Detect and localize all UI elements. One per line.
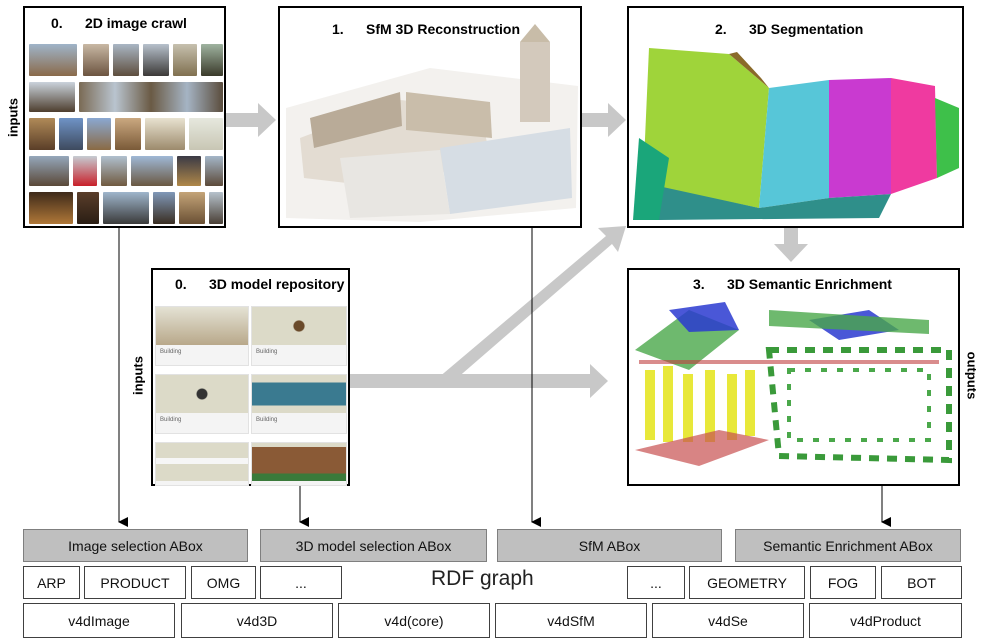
photo-thumbnail [201,44,223,76]
photo-thumbnail [205,156,223,186]
card-label: Building [256,417,278,423]
arrow-crawl-to-sfm [226,103,276,137]
photo-thumbnail [101,156,127,186]
model-preview [252,443,346,481]
ontology-fog: FOG [810,566,876,599]
repository-card[interactable]: Building [251,306,347,366]
photo-thumbnail [179,192,205,224]
repository-card[interactable]: Building [155,306,249,366]
photo-thumbnail [29,44,77,76]
panel-number: 0. [51,15,63,31]
arrow-sfm-to-segmentation [582,103,626,137]
photo-thumbnail [29,156,69,186]
abox-sfm: SfM ABox [497,529,722,562]
panel-title-text: 2D image crawl [85,15,187,31]
ontology-geometry: GEOMETRY [689,566,805,599]
ontology-ellipsis-right: ... [627,566,685,599]
ontology-product: PRODUCT [84,566,186,599]
panel-title-text: 3D Semantic Enrichment [727,276,892,292]
photo-thumbnail [29,118,55,150]
ontology-v4dse: v4dSe [652,603,804,638]
ontology-v4d3d: v4d3D [181,603,333,638]
repository-card[interactable] [251,442,347,486]
photo-thumbnail [103,192,149,224]
outputs-label: outputs [964,351,980,400]
rdf-graph-label: RDF graph [431,567,534,590]
model-preview [156,307,248,345]
card-label: Building [256,349,278,355]
ontology-v4dsfm: v4dSfM [495,603,647,638]
photo-thumbnail [29,82,75,112]
photo-thumbnail [145,118,185,150]
point-cloud-render [286,24,578,222]
ontology-omg: OMG [191,566,256,599]
arrow-repository-to-enrichment [350,364,608,398]
panel-title: 2. 3D Segmentation [715,21,863,37]
panel-title-text: 3D model repository [209,276,345,292]
inputs-label-middle: inputs [130,356,146,395]
panel-number: 2. [715,21,727,37]
panel-sfm-reconstruction: 1. SfM 3D Reconstruction [278,6,582,228]
photo-thumbnail [143,44,169,76]
enrichment-render [635,302,952,466]
ontology-v4dimage: v4dImage [23,603,175,638]
arrow-segmentation-to-enrichment [774,228,808,262]
model-preview [156,443,248,481]
photo-thumbnail [209,192,223,224]
panel-title-text: SfM 3D Reconstruction [366,21,521,37]
ontology-v4dproduct: v4dProduct [809,603,962,638]
photo-thumbnail [173,44,197,76]
card-label: Building [160,349,182,355]
model-preview [252,307,346,345]
repository-card[interactable]: Building [155,374,249,434]
photo-thumbnail [131,156,173,186]
photo-thumbnail [83,44,109,76]
photo-thumbnail [189,118,223,150]
abox-image-selection: Image selection ABox [23,529,248,562]
ontology-v4d-core: v4d(core) [338,603,490,638]
panel-number: 1. [332,21,344,37]
panel-3d-segmentation: 2. 3D Segmentation [627,6,964,228]
photo-thumbnail [115,118,141,150]
panel-title: 3. 3D Semantic Enrichment [693,276,892,292]
model-preview [252,375,346,413]
panel-2d-image-crawl: 0. 2D image crawl [23,6,226,228]
card-label: Building [160,417,182,423]
panel-3d-semantic-enrichment: 3. 3D Semantic Enrichment [627,268,960,486]
photo-panorama [79,82,223,112]
abox-semantic-enrichment: Semantic Enrichment ABox [735,529,961,562]
photo-thumbnail [77,192,99,224]
abox-3d-model-selection: 3D model selection ABox [260,529,487,562]
model-preview [156,375,248,413]
photo-thumbnail [87,118,111,150]
photo-thumbnail [59,118,83,150]
panel-title: 0. 2D image crawl [51,15,187,31]
repository-card[interactable]: Building [251,374,347,434]
photo-thumbnail [177,156,201,186]
ontology-ellipsis-left: ... [260,566,342,599]
photo-thumbnail [153,192,175,224]
panel-title: 1. SfM 3D Reconstruction [332,21,520,37]
photo-thumbnail [29,192,73,224]
segmentation-render [633,48,959,220]
inputs-label-top: inputs [5,98,21,137]
ontology-bot: BOT [881,566,962,599]
panel-number: 0. [175,276,187,292]
photo-thumbnail [73,156,97,186]
panel-title-text: 3D Segmentation [749,21,864,37]
panel-number: 3. [693,276,705,292]
photo-thumbnail [113,44,139,76]
panel-title: 0. 3D model repository [175,276,344,292]
ontology-arp: ARP [23,566,80,599]
panel-3d-model-repository: 0.3D model repository Building Building … [151,268,350,486]
repository-card[interactable] [155,442,249,486]
